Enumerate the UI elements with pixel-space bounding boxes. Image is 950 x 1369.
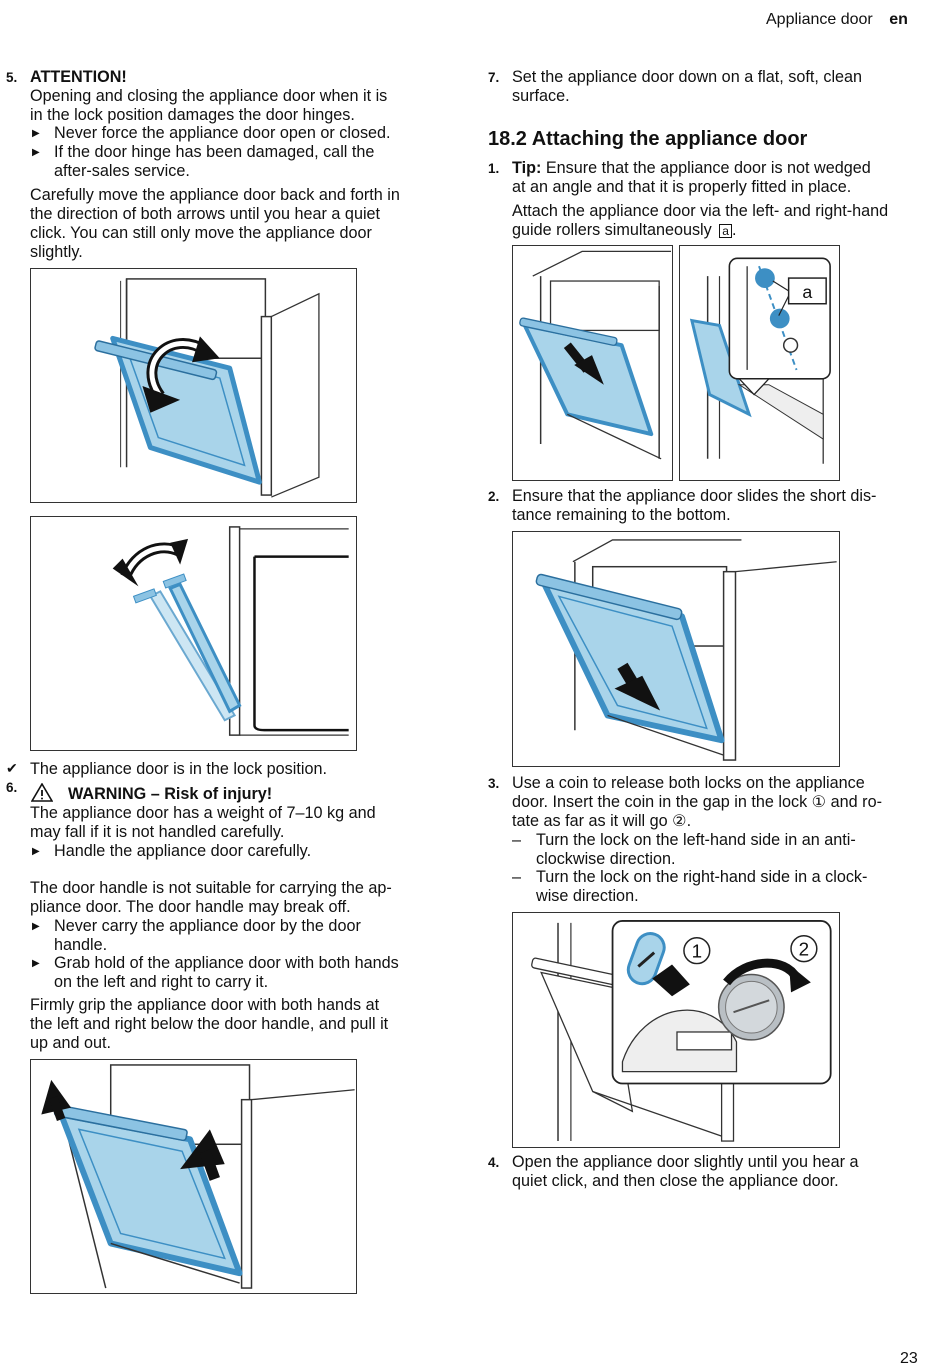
handle-bullet-1-line2: handle. xyxy=(54,936,108,954)
grip-p-line3: up and out. xyxy=(30,1034,112,1052)
page-number: 23 xyxy=(900,1350,918,1367)
figure-coin-locks: 1 2 xyxy=(512,912,840,1148)
result-lock-position: The appliance door is in the lock positi… xyxy=(30,760,327,778)
attach-step-4-number: 4. xyxy=(488,1155,500,1170)
figure-guide-rollers-detail: a xyxy=(679,245,840,481)
attach-p-line1: Attach the appliance door via the left- … xyxy=(512,202,889,220)
callout-1-label: 1 xyxy=(692,941,702,962)
warning-triangle-icon xyxy=(31,783,53,802)
step3-line2: door. Insert the coin in the gap in the … xyxy=(512,793,882,811)
step-6-number: 6. xyxy=(6,780,18,795)
tip-line2: at an angle and that it is properly fitt… xyxy=(512,178,852,196)
running-header: Appliance door en xyxy=(766,11,908,29)
step7-line2: surface. xyxy=(512,87,570,105)
bullet-triangle-icon: ▶ xyxy=(32,846,40,857)
attach-p-line2-text: guide rollers simultaneously xyxy=(512,221,712,239)
attention-p1-line2: in the lock position damages the door hi… xyxy=(30,106,355,124)
attach-p-end: . xyxy=(731,221,737,239)
attention-bullet-1: Never force the appliance door open or c… xyxy=(54,124,391,142)
step7-line1: Set the appliance door down on a flat, s… xyxy=(512,68,863,86)
callout-a-label: a xyxy=(802,282,812,302)
attach-p-line2: guide rollers simultaneously a. xyxy=(512,221,736,240)
step5-p2-line1: Carefully move the appliance door back a… xyxy=(30,186,400,204)
warning-title: WARNING – Risk of injury! xyxy=(68,785,273,803)
figure-door-hinge-rocking xyxy=(30,516,357,751)
step3-line1: Use a coin to release both locks on the … xyxy=(512,774,865,792)
figure-door-slide-bottom xyxy=(512,531,840,767)
grip-p-line2: the left and right below the door handle… xyxy=(30,1015,389,1033)
step3-dash2-line2: wise direction. xyxy=(536,887,639,905)
dash-icon: – xyxy=(512,831,522,849)
bullet-triangle-icon: ▶ xyxy=(32,958,40,969)
result-check-icon: ✔ xyxy=(6,760,18,776)
step3-dash1-line1: Turn the lock on the left-hand side in a… xyxy=(536,831,856,849)
handle-bullet-1-line1: Never carry the appliance door by the do… xyxy=(54,917,361,935)
step5-p2-line4: slightly. xyxy=(30,243,83,261)
grip-p-line1: Firmly grip the appliance door with both… xyxy=(30,996,380,1014)
callout-ref-a: a xyxy=(719,224,732,238)
warning-bullet-1: Handle the appliance door carefully. xyxy=(54,842,312,860)
section-heading: 18.2 Attaching the appliance door xyxy=(488,128,808,150)
step4-line2: quiet click, and then close the applianc… xyxy=(512,1172,839,1190)
figure-door-lock-rocking xyxy=(30,268,357,503)
warning-p1-line2: may fall if it is not handled carefully. xyxy=(30,823,285,841)
handle-p-line1: The door handle is not suitable for carr… xyxy=(30,879,392,897)
tip-text: Ensure that the appliance door is not we… xyxy=(545,159,871,177)
handle-p-line2: pliance door. The door handle may break … xyxy=(30,898,351,916)
step5-p2-line2: the direction of both arrows until you h… xyxy=(30,205,381,223)
warning-p1-line1: The appliance door has a weight of 7–10 … xyxy=(30,804,376,822)
dash-icon: – xyxy=(512,868,522,886)
step-7-number: 7. xyxy=(488,70,500,85)
step4-line1: Open the appliance door slightly until y… xyxy=(512,1153,859,1171)
attention-bullet-2-line2: after-sales service. xyxy=(54,162,190,180)
step3-line3: tate as far as it will go ②. xyxy=(512,812,692,830)
attach-step-1-number: 1. xyxy=(488,161,500,176)
step3-dash2-line1: Turn the lock on the right-hand side in … xyxy=(536,868,868,886)
bullet-triangle-icon: ▶ xyxy=(32,128,40,139)
tip-line1: Tip: Ensure that the appliance door is n… xyxy=(512,159,871,178)
attention-title: ATTENTION! xyxy=(30,68,127,86)
step2-line2: tance remaining to the bottom. xyxy=(512,506,731,524)
attention-bullet-2-line1: If the door hinge has been damaged, call… xyxy=(54,143,375,161)
header-section: Appliance door xyxy=(766,11,873,28)
handle-bullet-2-line2: on the left and right to carry it. xyxy=(54,973,269,991)
callout-2-label: 2 xyxy=(799,939,809,960)
header-language: en xyxy=(889,11,908,28)
figure-door-lift-out xyxy=(30,1059,357,1294)
attach-step-2-number: 2. xyxy=(488,489,500,504)
step-5-number: 5. xyxy=(6,70,18,85)
attention-p1-line1: Opening and closing the appliance door w… xyxy=(30,87,388,105)
bullet-triangle-icon: ▶ xyxy=(32,147,40,158)
tip-label: Tip: xyxy=(512,159,542,177)
step5-p2-line3: click. You can still only move the appli… xyxy=(30,224,372,242)
step2-line1: Ensure that the appliance door slides th… xyxy=(512,487,877,505)
bullet-triangle-icon: ▶ xyxy=(32,921,40,932)
handle-bullet-2-line1: Grab hold of the appliance door with bot… xyxy=(54,954,399,972)
attach-step-3-number: 3. xyxy=(488,776,500,791)
figure-attach-door-left xyxy=(512,245,673,481)
step3-dash1-line2: clockwise direction. xyxy=(536,850,676,868)
